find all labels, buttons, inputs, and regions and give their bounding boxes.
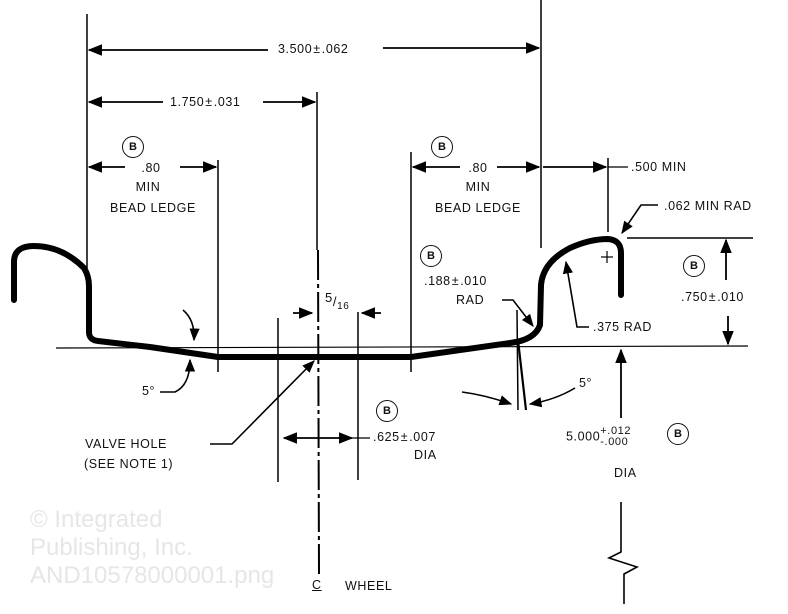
tol-plus: +.012 [600,424,632,437]
pm-symbol: ± [451,274,460,288]
flange-height-value: .750±.010 [681,290,744,304]
bead-seat-dia-label: DIA [614,466,637,480]
bead-ledge-left-value: .80 [141,161,161,175]
leader-valve-hole [210,360,315,445]
pm-symbol: ± [313,42,321,56]
leader-5deg-left-lower [160,358,196,393]
pm-symbol: ± [205,95,213,109]
break-line [606,502,640,604]
dim-overall-width-tol: .062 [321,42,349,56]
valve-hole-dia-tol: .007 [409,430,436,444]
basic-marker-b: B [667,423,689,445]
bead-ledge-right-label: BEAD LEDGE [435,201,521,215]
bead-seat-dia-tol: +.012-.000 [600,424,632,448]
wheel-centerline [317,249,320,575]
flange-tip-rad-label: .062 MIN RAD [664,199,752,213]
basic-marker-b: B [122,136,144,158]
leader-188-rad [502,299,534,328]
fraction-numerator: 5 [325,290,333,305]
dim-overall-width: 3.500±.062 [278,42,348,56]
bead-ledge-right-min: MIN [465,180,491,194]
angle-left-label: 5° [142,384,156,398]
bead-seat-dia-value: 5.000+.012-.000 [566,424,631,449]
dim-half-width: 1.750±.031 [170,95,240,109]
basic-marker-b: B [431,136,453,158]
dim-overall-width-value: 3.500 [278,42,313,56]
basic-marker-b: B [683,255,705,277]
flange-rad-label: .375 RAD [593,320,652,334]
valve-hole-note: (SEE NOTE 1) [84,457,174,471]
rim-profile [11,236,624,360]
heel-rad-number: .188 [424,274,451,288]
centerline-label: WHEEL [345,579,393,593]
leader-375-rad [562,260,589,328]
tol-minus: -.000 [600,435,629,448]
dim-half-width-tol: .031 [213,95,241,109]
heel-rad-value: .188±.010 [424,274,487,288]
bead-ledge-right-value: .80 [468,161,488,175]
watermark-line-2: Publishing, Inc. [30,534,193,561]
leader-5deg-left-upper [182,309,200,342]
bead-ledge-left-label: BEAD LEDGE [110,201,196,215]
bead-seat-dia-number: 5.000 [566,429,601,444]
pm-symbol: ± [400,430,409,444]
leader-062-rad [621,204,658,235]
basic-marker-b: B [376,400,398,422]
fraction-denominator: 16 [337,301,350,312]
flange-height-number: .750 [681,290,708,304]
valve-hole-dia-label: DIA [414,448,437,462]
watermark-line-1: © Integrated [30,506,163,533]
flange-min-label: .500 MIN [631,160,687,174]
valve-hole-dia-number: .625 [373,430,400,444]
fraction-slash: / [332,294,338,309]
valve-hole-dia-value: .625±.007 [373,430,436,444]
angle-right-label: 5° [579,376,593,390]
pm-symbol: ± [708,290,717,304]
watermark-line-3: AND10578000001.png [30,562,275,589]
valve-spacing-fraction: 5/16 [325,290,349,315]
valve-hole-label: VALVE HOLE [85,437,167,451]
heel-5deg-line [516,339,528,411]
flange-height-tol: .010 [717,290,744,304]
leader-5deg-right-a [461,391,513,406]
dim-half-width-value: 1.750 [170,95,205,109]
centerline-symbol: C [312,578,322,592]
heel-rad-label: RAD [456,293,485,307]
leader-5deg-right-b [528,387,576,408]
heel-ext-line [516,309,519,411]
bead-ledge-left-min: MIN [135,180,161,194]
heel-rad-tol: .010 [460,274,487,288]
basic-marker-b: B [420,245,442,267]
